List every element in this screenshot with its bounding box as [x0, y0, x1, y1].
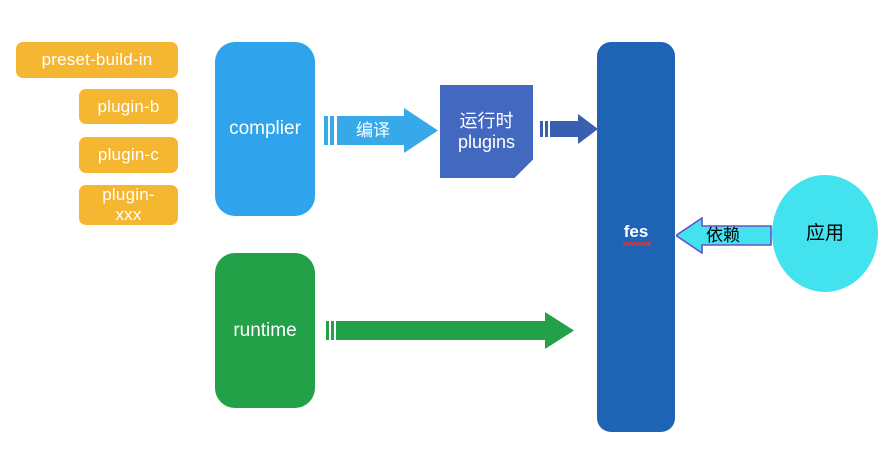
plugin-chip-label-line1: plugin-: [102, 185, 155, 205]
arrow-runtime-to-fes[interactable]: [326, 312, 574, 349]
plugin-chip-preset-build-in[interactable]: preset-build-in: [16, 42, 178, 78]
arrow-plugins-to-fes-shape: [540, 114, 598, 144]
node-fes[interactable]: fes: [597, 42, 675, 432]
arrow-compile[interactable]: [324, 108, 438, 153]
plugin-chip-label-line2: xxx: [115, 205, 142, 224]
node-application[interactable]: 应用: [772, 175, 878, 292]
arrow-runtime-to-fes-shape: [326, 312, 574, 349]
node-runtime-plugins-label-line1: 运行时: [459, 110, 514, 131]
node-runtime-plugins-label: 运行时 plugins: [458, 111, 515, 152]
folded-corner-icon: [514, 159, 533, 178]
node-runtime-plugins-label-line2: plugins: [457, 131, 516, 152]
node-runtime[interactable]: runtime: [215, 253, 315, 408]
node-runtime-plugins[interactable]: 运行时 plugins: [440, 85, 533, 178]
node-application-label: 应用: [805, 222, 844, 244]
arrow-compile-shape: [324, 108, 438, 153]
arrow-plugins-to-fes[interactable]: [540, 114, 598, 144]
node-runtime-label: runtime: [233, 319, 297, 341]
plugin-chip-label: plugin-b: [97, 96, 160, 116]
arrow-depend-shape: [676, 217, 772, 254]
plugin-chip-plugin-c[interactable]: plugin-c: [79, 137, 178, 173]
node-complier[interactable]: complier: [215, 42, 315, 216]
plugin-chip-plugin-b[interactable]: plugin-b: [79, 89, 178, 124]
node-fes-label: fes: [622, 222, 651, 246]
plugin-chip-label: preset-build-in: [41, 50, 153, 70]
plugin-chip-label: plugin-c: [97, 145, 160, 165]
plugin-chip-label: plugin- xxx: [102, 185, 154, 224]
plugin-chip-plugin-xxx[interactable]: plugin- xxx: [79, 185, 178, 225]
arrow-depend[interactable]: [676, 217, 772, 254]
node-complier-label: complier: [229, 118, 301, 140]
